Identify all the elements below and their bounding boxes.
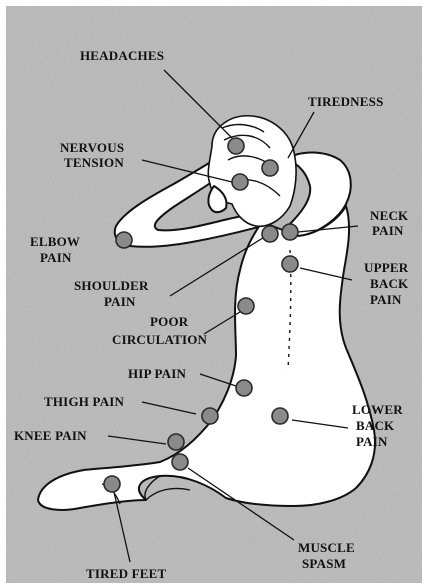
thigh-pain-label: THIGH PAIN: [44, 394, 125, 409]
knee-pain-label: KNEE PAIN: [14, 428, 87, 443]
shoulder-point: [262, 226, 278, 242]
muscle-spasm-point: [172, 454, 188, 470]
knee-point: [168, 434, 184, 450]
circulation-point: [238, 298, 254, 314]
nervous-tension-label: NERVOUS TENSION: [60, 140, 128, 170]
tiredness-label: TIREDNESS: [308, 94, 384, 109]
nervous-tension-point: [232, 174, 248, 190]
tired-feet-label: TIRED FEET: [86, 566, 167, 581]
hip-point: [236, 380, 252, 396]
elbow-point: [116, 232, 132, 248]
neck-point: [282, 224, 298, 240]
headaches-point: [228, 138, 244, 154]
tiredness-point: [262, 160, 278, 176]
hip-pain-label: HIP PAIN: [128, 366, 186, 381]
headaches-label: HEADACHES: [80, 48, 164, 63]
tired-feet-point: [104, 476, 120, 492]
thigh-point: [202, 408, 218, 424]
upper-back-point: [282, 256, 298, 272]
lower-back-point: [272, 408, 288, 424]
